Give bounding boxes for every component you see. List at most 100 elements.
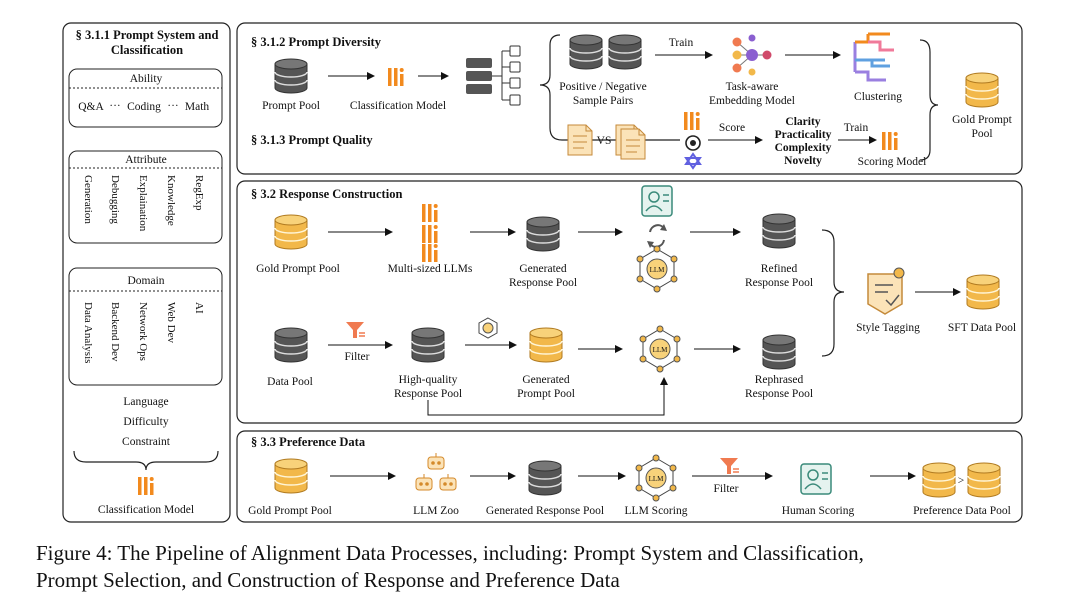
score-label: Score (719, 122, 745, 134)
extra-language: Language (123, 396, 168, 408)
panel-a-title-1: § 3.1.1 Prompt System and (76, 28, 219, 42)
extra-constraint: Constraint (122, 436, 171, 448)
human-refine-icon (641, 185, 673, 217)
gold-prompt-pool-label-2: Pool (971, 128, 992, 140)
criterion-practicality: Practicality (775, 129, 832, 141)
data-pool-db (274, 327, 308, 363)
panel-response-construction (236, 180, 1023, 424)
filter-c-icon (345, 321, 366, 339)
pairs-label-1: Positive / Negative (559, 81, 647, 93)
generated-response-label-1: Generated (519, 263, 566, 275)
data-pool-label: Data Pool (267, 376, 313, 388)
gold-pool-d-label: Gold Prompt Pool (248, 505, 332, 517)
refined-response-label-1: Refined (761, 263, 798, 275)
llm-zoo-label: LLM Zoo (413, 505, 459, 517)
gold-pool-c-label: Gold Prompt Pool (256, 263, 340, 275)
sft-pool-db (966, 274, 1000, 310)
train-label-1: Train (669, 37, 694, 49)
filter-c-label: Filter (345, 351, 370, 363)
ability-title: Ability (130, 73, 163, 85)
criterion-novelty: Novelty (784, 155, 822, 167)
server-tree-icon (466, 45, 521, 106)
llm-scoring-badge: LLM (649, 475, 665, 483)
rephrased-label-2: Response Pool (745, 388, 813, 400)
preference-db-1 (922, 462, 956, 498)
filter-d-label: Filter (714, 483, 739, 495)
preference-pool-label: Preference Data Pool (913, 505, 1011, 517)
llm-refine-badge: LLM (650, 266, 666, 274)
domain-item-data-analysis: Data Analysis (82, 302, 94, 363)
classification-model-b-label: Classification Model (350, 100, 446, 112)
greater-symbol: > (958, 475, 965, 487)
panel-a-model-label: Classification Model (98, 504, 194, 516)
small-llm-icon (478, 317, 498, 339)
generated-response-db (526, 216, 560, 252)
generated-prompt-label-2: Prompt Pool (517, 388, 575, 400)
attribute-item-regexp: RegExp (193, 175, 205, 211)
llm-zoo-icon (415, 452, 457, 491)
extra-difficulty: Difficulty (123, 416, 168, 428)
attribute-item-explaination: Explaination (137, 175, 149, 232)
ability-item-coding: Coding (127, 101, 161, 113)
gold-prompt-pool-label-1: Gold Prompt (952, 114, 1013, 126)
doc-icon-1 (567, 124, 593, 156)
embedding-model-icon (732, 34, 772, 76)
generated-prompt-db (529, 327, 563, 363)
llm-rephrase-badge: LLM (653, 346, 669, 354)
classification-model-b-logo (388, 68, 404, 86)
domain-item-ai: AI (193, 302, 205, 314)
criterion-complexity: Complexity (775, 142, 832, 154)
style-tagging-icon (867, 267, 905, 315)
generated-prompt-label-1: Generated (522, 374, 569, 386)
pairs-db-1 (569, 34, 603, 70)
embedding-label-1: Task-aware (726, 81, 779, 93)
style-tagging-label: Style Tagging (856, 322, 920, 334)
panel-prompt-selection (236, 22, 1023, 175)
rephrased-response-db (762, 334, 796, 370)
title-prompt-quality: § 3.1.3 Prompt Quality (251, 133, 373, 147)
refined-response-db (762, 213, 796, 249)
panel-b-left-brace (539, 34, 680, 141)
multi-sized-llms-icon (422, 204, 438, 262)
ability-box (68, 68, 223, 128)
prompt-pool-db (274, 58, 308, 94)
panel-b-right-brace (919, 39, 939, 161)
domain-box (68, 267, 223, 386)
generated-response-label-2: Response Pool (509, 277, 577, 289)
ability-ellipsis-2: ··· (167, 100, 179, 112)
multi-llms-label: Multi-sized LLMs (388, 263, 473, 275)
panel-a-brace (73, 450, 219, 471)
ability-ellipsis-1: ··· (109, 100, 121, 112)
caption-line-1: Figure 4: The Pipeline of Alignment Data… (36, 541, 864, 565)
human-scoring-label: Human Scoring (782, 505, 855, 517)
figure-caption: Figure 4: The Pipeline of Alignment Data… (36, 540, 1066, 594)
scoring-model-logo (882, 132, 898, 150)
gold-pool-c-db (274, 214, 308, 250)
ability-item-qa: Q&A (78, 101, 104, 113)
title-prompt-diversity: § 3.1.2 Prompt Diversity (251, 35, 382, 49)
panel-prompt-system (62, 22, 231, 523)
classification-model-logo (138, 477, 154, 495)
high-quality-label-2: Response Pool (394, 388, 462, 400)
domain-item-web-dev: Web Dev (165, 302, 177, 343)
pairs-db-2 (608, 34, 642, 70)
human-scoring-icon (800, 463, 832, 495)
panel-c-brace (821, 229, 845, 357)
generated-d-label: Generated Response Pool (486, 505, 604, 517)
doc-icon-2b (620, 128, 646, 160)
pipeline-diagram: § 3.1.1 Prompt System and Classification… (62, 22, 1023, 523)
scoring-model-label: Scoring Model (858, 156, 927, 168)
hq-to-llm-connector (427, 377, 668, 416)
criterion-clarity: Clarity (785, 116, 820, 128)
train-label-2: Train (844, 122, 869, 134)
panel-preference-data (236, 430, 1023, 523)
attribute-item-knowledge: Knowledge (165, 175, 177, 226)
preference-db-2 (967, 462, 1001, 498)
high-quality-db (411, 327, 445, 363)
attribute-item-generation: Generation (82, 175, 94, 224)
attribute-item-debugging: Debugging (109, 175, 121, 224)
title-response-construction: § 3.2 Response Construction (251, 187, 402, 201)
panel-a-title-2: Classification (111, 43, 183, 57)
gold-pool-d-db (274, 458, 308, 494)
sft-pool-label: SFT Data Pool (948, 322, 1016, 334)
